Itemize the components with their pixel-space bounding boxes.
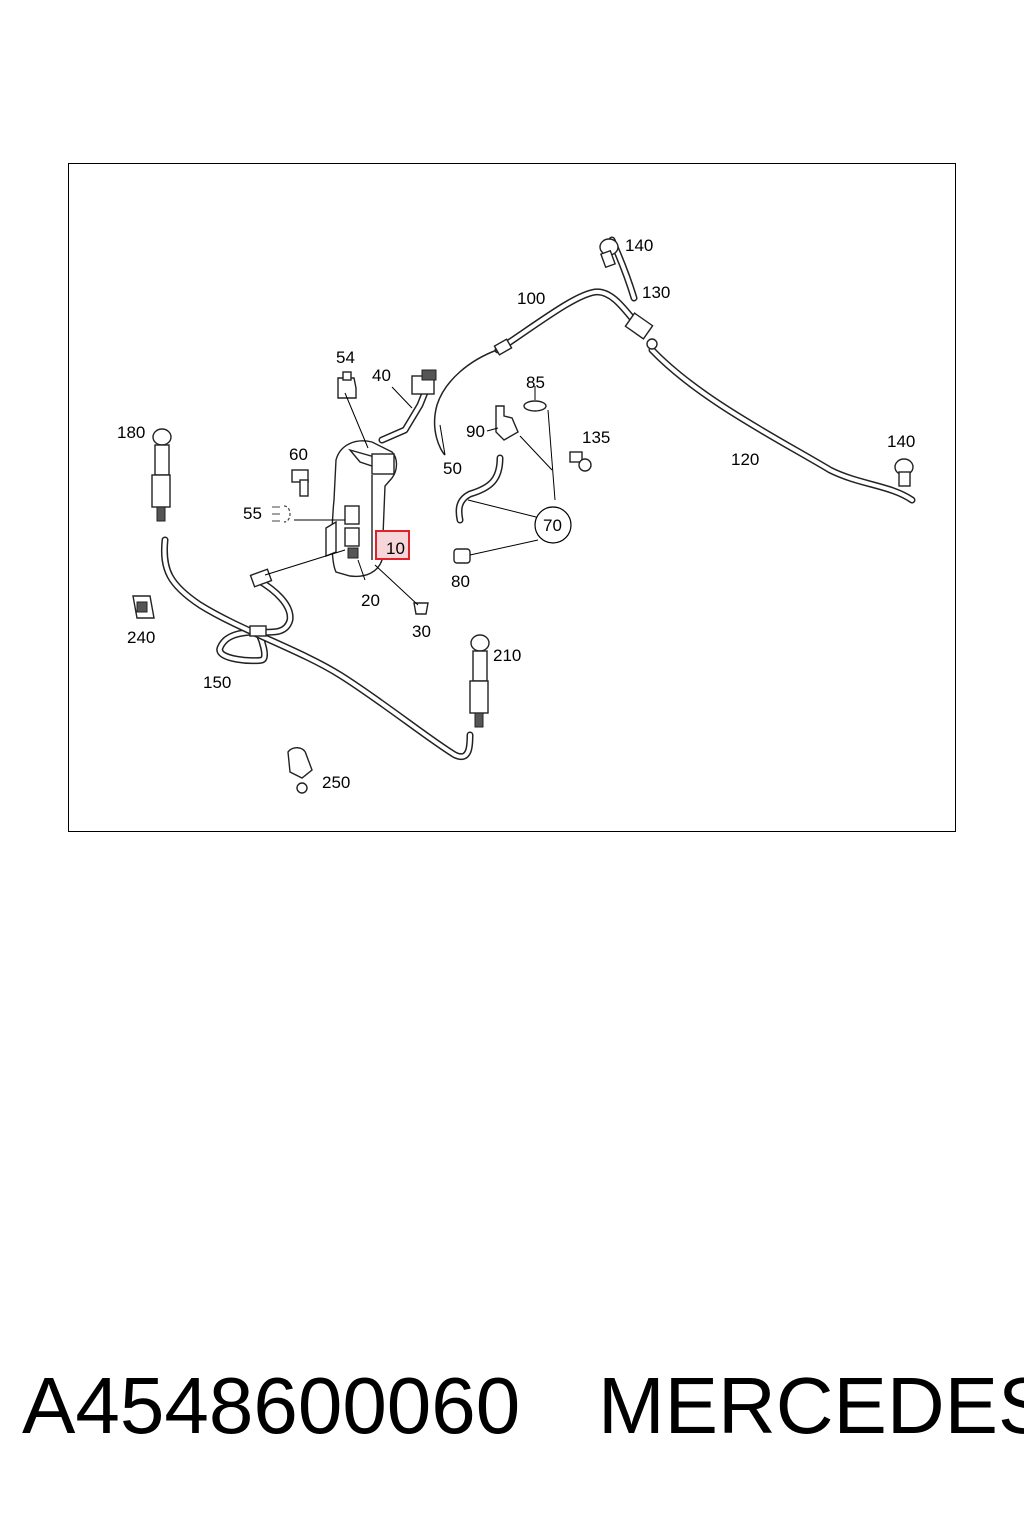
clip-240 (132, 595, 155, 619)
label-150: 150 (203, 673, 231, 692)
part-number: A4548600060 (22, 1361, 521, 1450)
label-140-top: 140 (625, 236, 653, 255)
label-130: 130 (642, 283, 670, 302)
label-135: 135 (582, 428, 610, 447)
bolt-135 (569, 451, 592, 472)
label-240: 240 (127, 628, 155, 647)
nozzle-210 (469, 634, 490, 728)
highlight-box-10 (375, 530, 410, 560)
label-90: 90 (466, 422, 485, 441)
label-100: 100 (517, 289, 545, 308)
clip-55 (272, 505, 291, 523)
label-60: 60 (289, 445, 308, 464)
connector-100-120 (624, 312, 658, 350)
hose-50 (433, 349, 498, 456)
label-40: 40 (372, 366, 391, 385)
holder-90 (495, 405, 519, 441)
screw-60 (291, 469, 309, 497)
label-55: 55 (243, 504, 262, 523)
parts-diagram (68, 163, 956, 832)
nozzle-140-top (599, 238, 619, 269)
label-30: 30 (412, 622, 431, 641)
label-54: 54 (336, 348, 355, 367)
label-140-right: 140 (887, 432, 915, 451)
highlight-box-fill (376, 531, 409, 559)
label-10: 10 (386, 539, 405, 558)
label-80: 80 (451, 572, 470, 591)
label-120: 120 (731, 450, 759, 469)
label-70: 70 (543, 516, 562, 535)
hose-120 (648, 346, 916, 504)
grommet-80 (453, 548, 471, 564)
part-54 (337, 371, 357, 399)
clamp-85 (523, 400, 547, 412)
nozzle-140-right (894, 458, 914, 487)
pump-40 (378, 369, 437, 444)
callout-circle-70 (534, 506, 572, 544)
nozzle-180 (151, 428, 172, 522)
brand-name: MERCEDES (598, 1361, 1024, 1450)
hose-150 (160, 536, 474, 761)
label-85: 85 (526, 373, 545, 392)
label-210: 210 (493, 646, 521, 665)
hose-70 (455, 454, 504, 524)
label-250: 250 (322, 773, 350, 792)
parts-diagram-drawing: 10 20 30 40 50 54 55 60 70 80 85 90 100 … (117, 236, 916, 794)
label-50: 50 (443, 459, 462, 478)
label-20: 20 (361, 591, 380, 610)
cap-30 (413, 602, 429, 615)
leader-lines (264, 386, 556, 606)
hose-100 (493, 288, 644, 356)
clip-250 (287, 747, 313, 794)
label-180: 180 (117, 423, 145, 442)
